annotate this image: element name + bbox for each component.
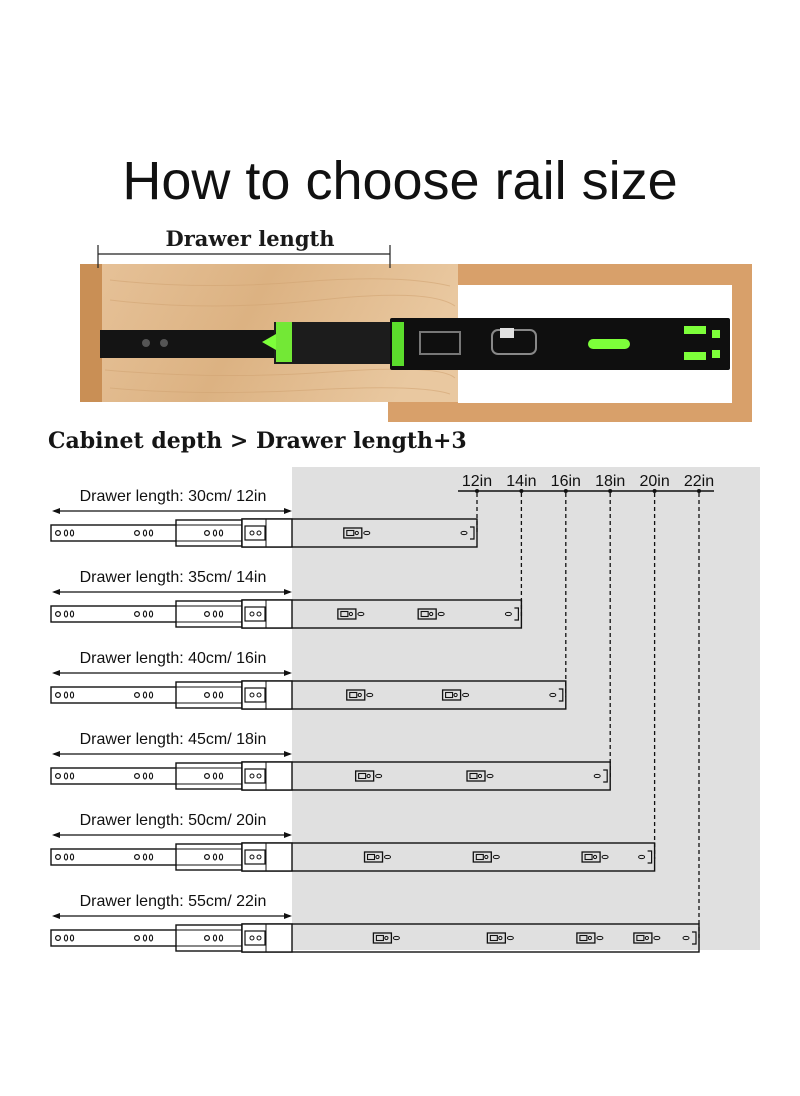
rail-bushing bbox=[343, 527, 363, 539]
drawer-length-label: Drawer length: 30cm/ 12in bbox=[80, 488, 267, 505]
sizing-rule: Cabinet depth > Drawer length+3 bbox=[48, 428, 467, 454]
length-scale: 12in 14in 16in 18in 20in 22in bbox=[458, 473, 714, 493]
rail-bushing bbox=[576, 932, 596, 944]
rail-bushing bbox=[486, 932, 507, 944]
scale-tick-dot bbox=[563, 489, 568, 493]
rail-20in: Drawer length: 50cm/ 20in bbox=[50, 493, 656, 872]
scale-tick-dot bbox=[519, 489, 524, 493]
rail-bushing bbox=[354, 770, 375, 782]
scale-tick-dot bbox=[608, 489, 613, 493]
rail-bushing bbox=[472, 851, 492, 863]
rail-bushing bbox=[337, 608, 357, 620]
rail-bushing bbox=[346, 689, 366, 701]
scale-tick-16in: 16in bbox=[551, 473, 581, 490]
scale-tick-18in: 18in bbox=[595, 473, 625, 490]
rail-middle-member bbox=[175, 924, 243, 952]
rail-bushing bbox=[633, 932, 653, 944]
rail-middle-member bbox=[175, 681, 243, 709]
drawer-length-label: Drawer length: 40cm/ 16in bbox=[80, 650, 267, 667]
rail-bushing bbox=[441, 689, 462, 701]
rail-22in: Drawer length: 55cm/ 22in bbox=[50, 493, 700, 953]
scale-tick-12in: 12in bbox=[462, 473, 492, 490]
drawer-rail-photo: Drawer length bbox=[80, 230, 752, 422]
drawer-length-label: Drawer length: 55cm/ 22in bbox=[80, 893, 267, 910]
scale-tick-dot bbox=[697, 489, 701, 493]
drawer-length-label: Drawer length: 35cm/ 14in bbox=[80, 569, 267, 586]
scale-tick-dot bbox=[652, 489, 657, 493]
drawer-length-label: Drawer length bbox=[166, 230, 335, 251]
rail-16in: Drawer length: 40cm/ 16in bbox=[50, 493, 567, 710]
rail-12in: Drawer length: 30cm/ 12in bbox=[50, 488, 478, 548]
rail-18in: Drawer length: 45cm/ 18in bbox=[50, 493, 611, 791]
scale-tick-20in: 20in bbox=[639, 473, 669, 490]
rail-bushing bbox=[466, 770, 486, 782]
slide-rail bbox=[100, 318, 730, 370]
scale-tick-14in: 14in bbox=[506, 473, 536, 490]
rail-bushing bbox=[372, 932, 393, 944]
page-title: How to choose rail size bbox=[122, 151, 678, 211]
drawer-length-label: Drawer length: 50cm/ 20in bbox=[80, 812, 267, 829]
rail-14in: Drawer length: 35cm/ 14in bbox=[50, 493, 523, 629]
drawer-length-label: Drawer length: 45cm/ 18in bbox=[80, 731, 267, 748]
scale-tick-22in: 22in bbox=[684, 473, 714, 490]
scale-tick-dot bbox=[475, 489, 479, 493]
rail-bushing bbox=[363, 851, 384, 863]
rail-bushing bbox=[581, 851, 601, 863]
rail-bushing bbox=[417, 608, 437, 620]
